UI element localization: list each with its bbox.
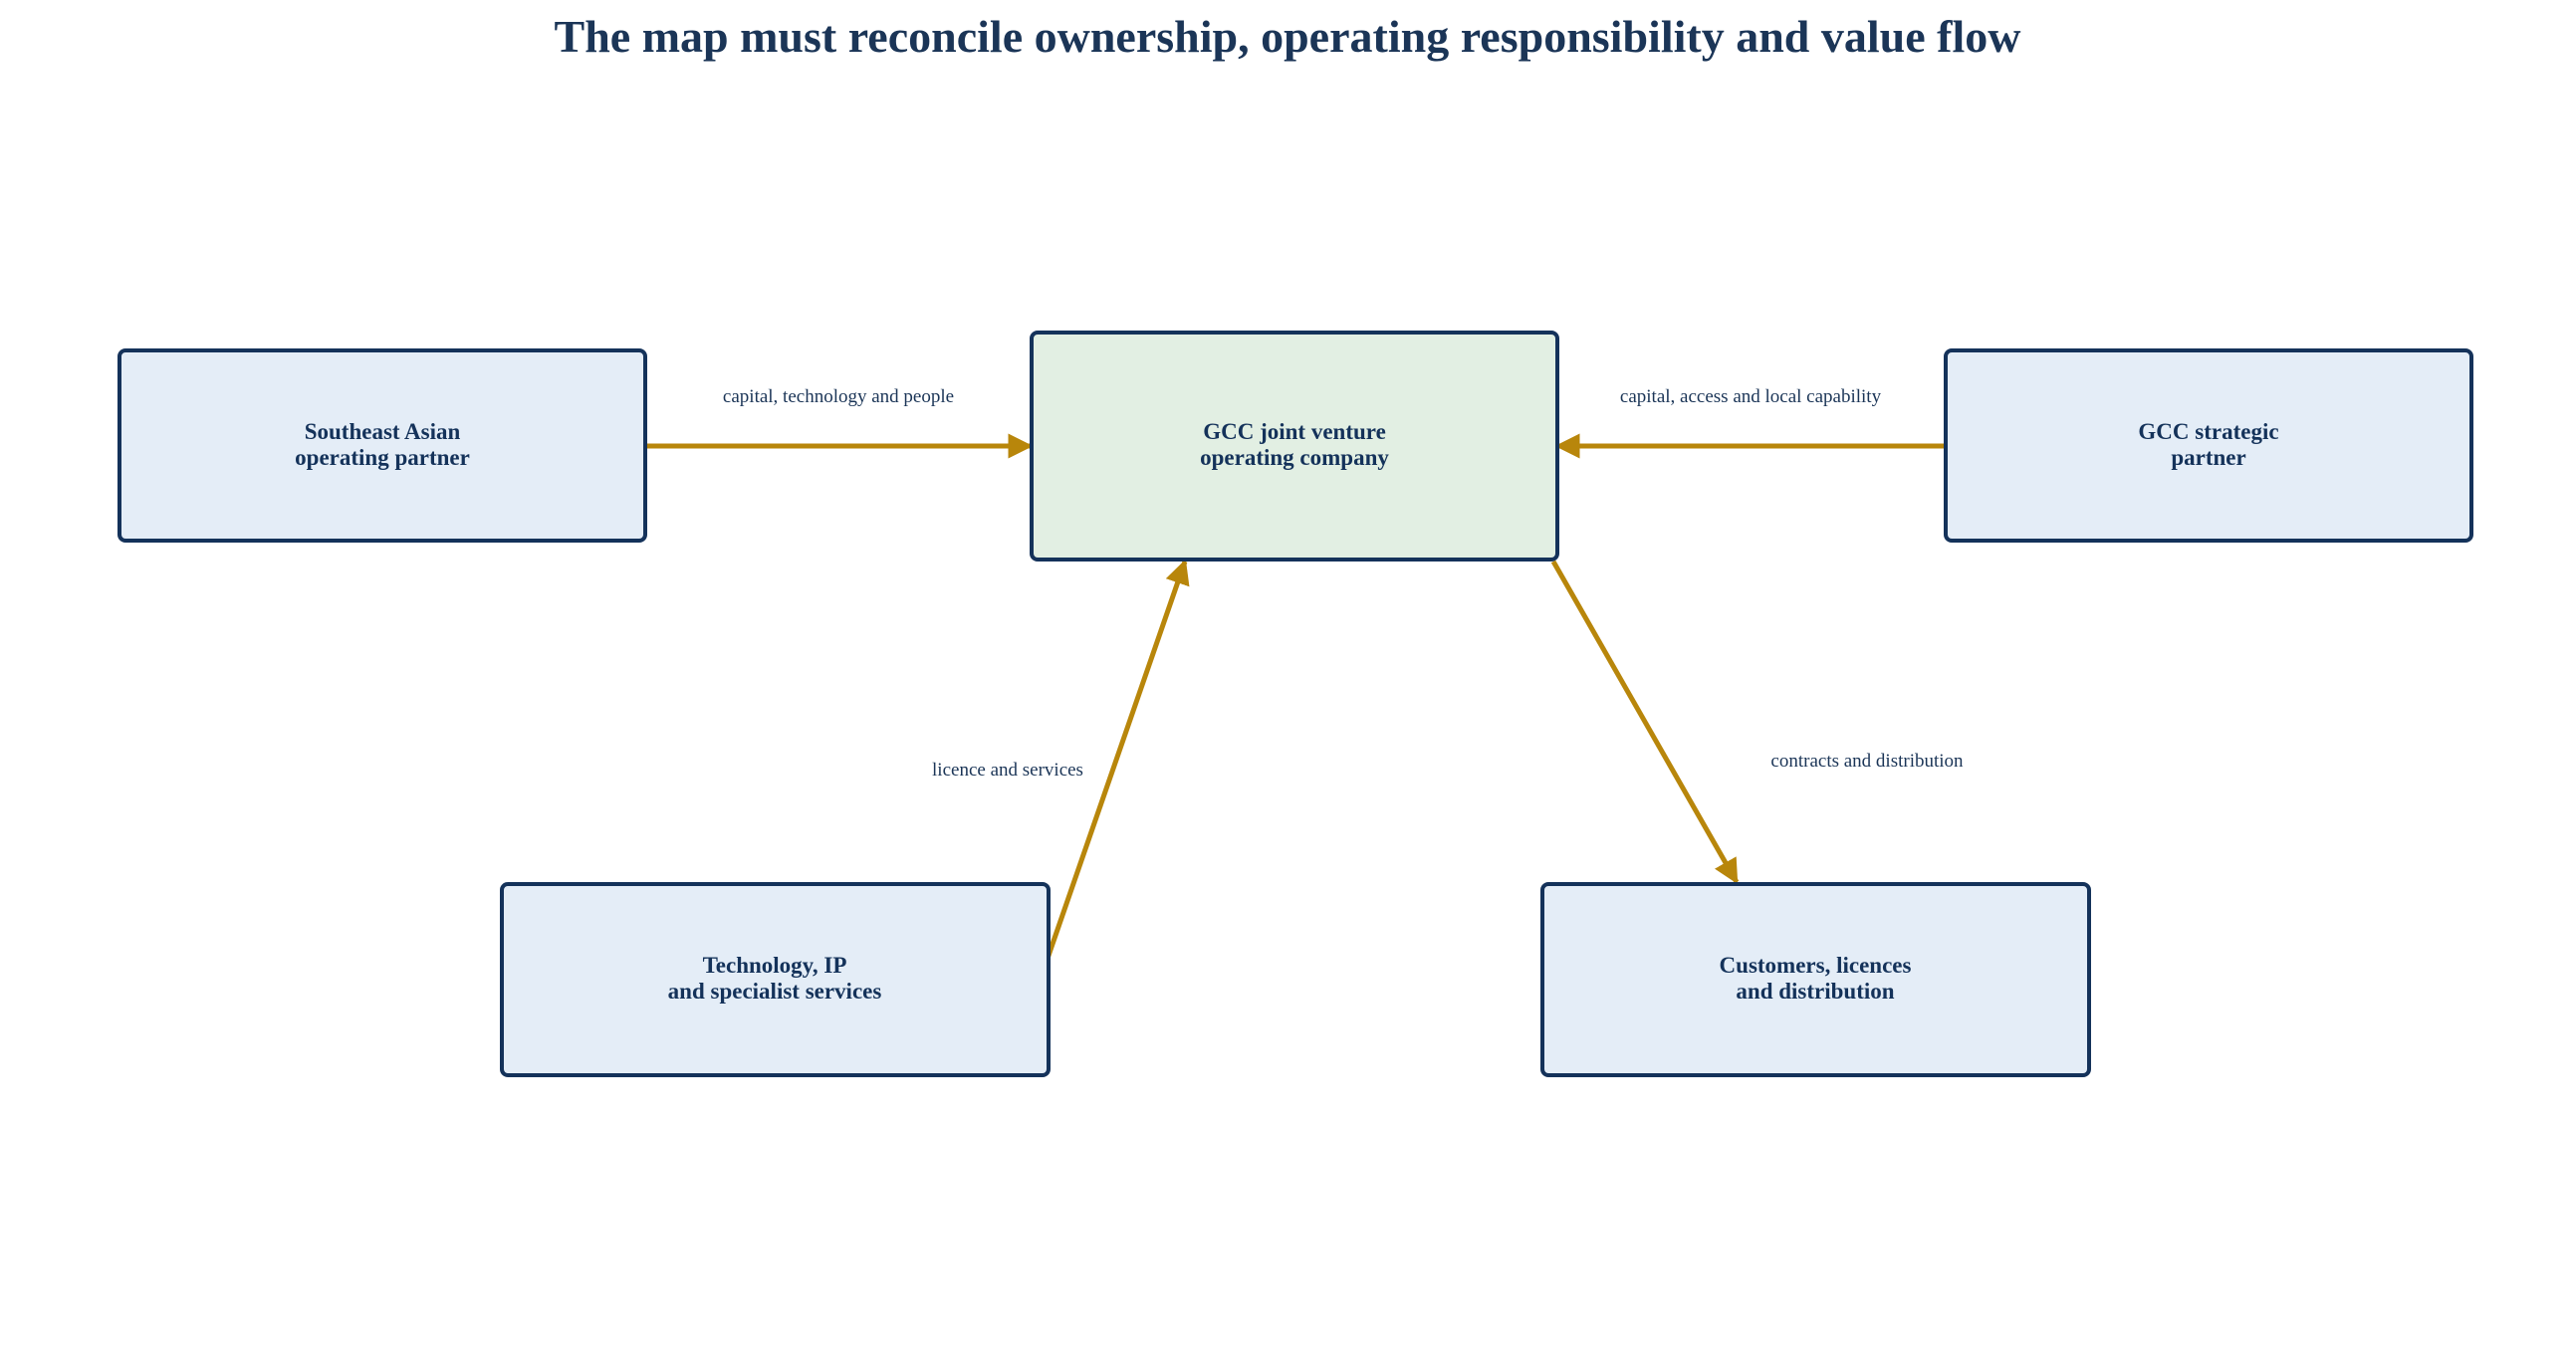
node-box: [117, 348, 647, 543]
node-label-line2: partner: [2171, 445, 2245, 470]
arrow-tech-ip-to-jv: [1039, 559, 1190, 977]
diagram-title: The map must reconcile ownership, operat…: [555, 11, 2021, 62]
arrow-jv-to-customers: [1550, 560, 1740, 885]
node-southeast-asian-partner: Southeast Asian operating partner: [117, 348, 647, 543]
node-box: [1540, 882, 2091, 1077]
node-label-line1: GCC joint venture: [1203, 419, 1386, 444]
node-box: [500, 882, 1051, 1077]
node-label-line2: and specialist services: [668, 979, 882, 1004]
connectors: [646, 433, 1946, 977]
node-gcc-strategic-partner: GCC strategic partner: [1944, 348, 2473, 543]
node-label-line2: operating company: [1200, 445, 1389, 470]
node-label-line2: and distribution: [1736, 979, 1894, 1004]
node-box-center: [1030, 331, 1559, 562]
node-label-line1: Southeast Asian: [305, 419, 461, 444]
edge-label-sea-to-jv: capital, technology and people: [723, 386, 954, 407]
edge-label-tech-to-jv: licence and services: [932, 760, 1083, 781]
node-label-line1: Customers, licences: [1720, 953, 1912, 978]
edge-label-gcc-to-jv: capital, access and local capability: [1620, 386, 1882, 407]
node-customers: Customers, licences and distribution: [1540, 882, 2091, 1077]
node-label-line1: GCC strategic: [2138, 419, 2278, 444]
node-box: [1944, 348, 2473, 543]
node-label-line2: operating partner: [295, 445, 470, 470]
node-label-line1: Technology, IP: [703, 953, 847, 978]
edge-label-jv-to-customers: contracts and distribution: [1770, 751, 1964, 772]
node-technology-ip: Technology, IP and specialist services: [500, 882, 1051, 1077]
node-gcc-joint-venture: GCC joint venture operating company: [1030, 331, 1559, 562]
